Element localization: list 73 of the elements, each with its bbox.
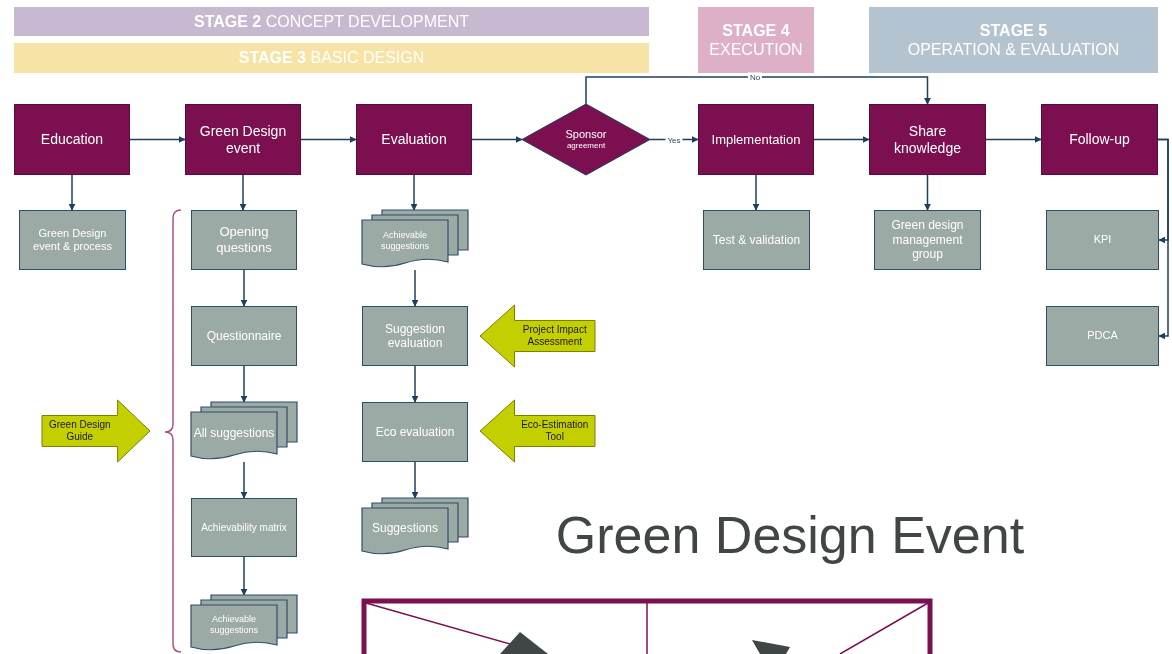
process-box bbox=[1041, 104, 1158, 175]
box-label: Share knowledge bbox=[893, 122, 962, 157]
arrow bbox=[411, 461, 419, 499]
box-label: Achievable suggestions bbox=[379, 230, 430, 252]
box-label: Eco evaluation bbox=[375, 424, 455, 440]
arrow bbox=[240, 269, 248, 307]
box-label: Follow-up bbox=[1069, 131, 1130, 148]
box-label: Suggestions bbox=[371, 521, 438, 536]
box-label: Achievability matrix bbox=[201, 521, 287, 534]
process-box bbox=[185, 104, 301, 175]
stage-label: STAGE 5 bbox=[979, 20, 1048, 40]
box-label: Test & validation bbox=[712, 232, 801, 248]
process-box bbox=[869, 104, 986, 175]
stage-label: STAGE 4 bbox=[722, 20, 790, 40]
box-label: Opening questions bbox=[215, 224, 273, 256]
diagram-title: Green Design Event bbox=[554, 505, 1026, 565]
stage-band bbox=[14, 43, 649, 73]
process-box bbox=[191, 210, 297, 270]
box-label: PDCA bbox=[1087, 329, 1118, 343]
arrow bbox=[240, 461, 248, 499]
process-box bbox=[19, 210, 126, 270]
arrow bbox=[129, 136, 186, 143]
box-label: Eco-Estimation Tool bbox=[520, 419, 590, 443]
process-box bbox=[1046, 210, 1159, 270]
arrow bbox=[411, 365, 419, 403]
box-label: Green Design event bbox=[198, 122, 288, 157]
stage-band bbox=[14, 7, 649, 36]
arrow bbox=[239, 174, 247, 211]
arrow bbox=[240, 365, 248, 403]
box-label: Suggestion evaluation bbox=[383, 321, 446, 351]
process-box bbox=[698, 104, 814, 175]
box-label: agreement bbox=[566, 141, 606, 151]
box-label: Green Design event & process bbox=[32, 226, 113, 254]
box-label: KPI bbox=[1093, 233, 1112, 247]
box-label: All suggestions bbox=[193, 425, 275, 441]
arrow bbox=[585, 76, 931, 105]
arrow bbox=[1157, 138, 1169, 340]
stage-band bbox=[869, 7, 1158, 73]
box-label: Education bbox=[40, 131, 104, 148]
arrow bbox=[924, 174, 931, 211]
stage-label: OPERATION & EVALUATION bbox=[907, 40, 1120, 60]
stage-label: EXECUTION bbox=[709, 40, 803, 60]
process-box bbox=[703, 210, 810, 270]
stage-label: STAGE 2 CONCEPT DEVELOPMENT bbox=[194, 11, 469, 32]
box-label: Green design management group bbox=[890, 218, 965, 262]
arrow bbox=[813, 136, 870, 143]
process-box bbox=[362, 306, 468, 366]
stage-band bbox=[698, 7, 814, 73]
box-label: Sponsor bbox=[565, 128, 607, 142]
process-box bbox=[874, 210, 981, 270]
process-box bbox=[362, 402, 468, 462]
process-box bbox=[1046, 306, 1159, 366]
arrow bbox=[68, 174, 76, 211]
arrow bbox=[752, 174, 760, 211]
arrow bbox=[240, 556, 248, 596]
arrow bbox=[410, 174, 418, 211]
arrow bbox=[411, 269, 419, 307]
process-box bbox=[191, 498, 297, 557]
stage-label: STAGE 3 BASIC DESIGN bbox=[238, 48, 425, 68]
box-label: Implementation bbox=[711, 131, 801, 148]
box-label: Achievable suggestions bbox=[208, 614, 259, 636]
arrow bbox=[300, 136, 357, 143]
box-label: Questionnaire bbox=[206, 328, 282, 344]
process-box bbox=[356, 104, 472, 175]
edge-label: Yes bbox=[665, 135, 683, 144]
box-label: Evaluation bbox=[381, 131, 447, 148]
process-box bbox=[191, 306, 297, 366]
arrow bbox=[985, 136, 1042, 143]
arrow bbox=[471, 136, 523, 143]
box-label: Green Design Guide bbox=[47, 419, 112, 443]
process-box bbox=[14, 104, 130, 175]
edge-label: No bbox=[747, 72, 763, 82]
box-label: Project Impact Assessment bbox=[521, 324, 588, 348]
